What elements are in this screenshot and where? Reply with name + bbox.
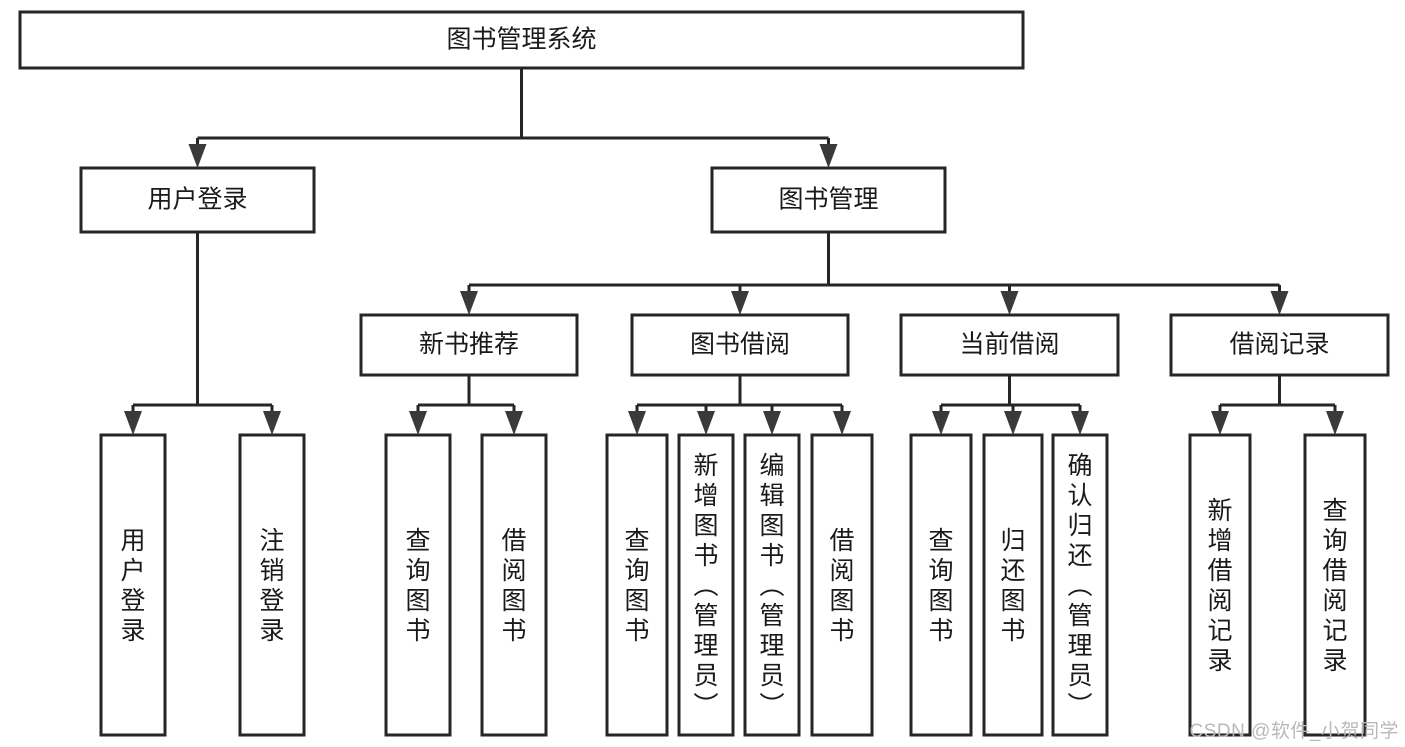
node-box[interactable] xyxy=(605,433,669,737)
arrow-head-icon xyxy=(1071,411,1089,435)
connector-layer xyxy=(124,68,1344,435)
arrow-head-icon xyxy=(833,411,851,435)
node-label: 确认归还︵管理员︶ xyxy=(1067,452,1092,720)
node-label: 编辑图书︵管理员︶ xyxy=(759,452,784,720)
node-label: 图书管理 xyxy=(778,186,878,214)
node-box[interactable] xyxy=(1169,313,1390,377)
watermark-text: CSDN @软件_小贺同学 xyxy=(1189,721,1399,742)
node-leaf_borrow_book_a[interactable]: 借阅图书 xyxy=(480,433,548,737)
node-leaf_query_book_a[interactable]: 查询图书 xyxy=(384,433,452,737)
node-leaf_query_record[interactable]: 查询借阅记录 xyxy=(1303,433,1367,737)
arrow-head-icon xyxy=(628,411,646,435)
arrow-head-icon xyxy=(1000,291,1019,315)
node-label: 查询图书 xyxy=(928,527,953,645)
node-leaf_return_book[interactable]: 归还图书 xyxy=(982,433,1044,737)
arrow-head-icon xyxy=(1211,411,1229,435)
node-root[interactable]: 图书管理系统 xyxy=(18,10,1025,70)
node-box[interactable] xyxy=(238,433,306,737)
arrow-head-icon xyxy=(932,411,950,435)
arrow-head-icon xyxy=(1326,411,1344,435)
node-user_login[interactable]: 用户登录 xyxy=(79,166,316,234)
node-box[interactable] xyxy=(384,433,452,737)
node-label: 查询图书 xyxy=(405,527,430,645)
node-box[interactable] xyxy=(359,313,579,377)
node-label: 图书借阅 xyxy=(690,331,790,359)
node-leaf_borrow_book_b[interactable]: 借阅图书 xyxy=(810,433,874,737)
node-box[interactable] xyxy=(480,433,548,737)
arrow-head-icon xyxy=(263,411,281,435)
arrow-head-icon xyxy=(460,291,478,315)
node-box[interactable] xyxy=(982,433,1044,737)
node-box[interactable] xyxy=(909,433,973,737)
arrow-head-icon xyxy=(697,411,715,435)
arrow-head-icon xyxy=(1270,291,1289,315)
node-leaf_confirm_return[interactable]: 确认归还︵管理员︶ xyxy=(1051,433,1109,737)
node-box[interactable] xyxy=(710,166,947,234)
node-box[interactable] xyxy=(79,166,316,234)
node-box[interactable] xyxy=(18,10,1025,70)
node-leaf_add_book[interactable]: 新增图书︵管理员︶ xyxy=(677,433,735,737)
node-box[interactable] xyxy=(677,433,735,737)
node-label: 借阅图书 xyxy=(501,527,526,645)
arrow-head-icon xyxy=(731,291,749,315)
node-box[interactable] xyxy=(810,433,874,737)
node-leaf_query_book_b[interactable]: 查询图书 xyxy=(605,433,669,737)
node-leaf_user_login[interactable]: 用户登录 xyxy=(99,433,167,737)
node-box[interactable] xyxy=(99,433,167,737)
node-label: 新书推荐 xyxy=(419,331,519,359)
arrow-head-icon xyxy=(819,144,838,168)
node-box[interactable] xyxy=(1051,433,1109,737)
node-current_borrow[interactable]: 当前借阅 xyxy=(899,313,1120,377)
node-label: 查询图书 xyxy=(624,527,649,645)
node-box[interactable] xyxy=(630,313,850,377)
arrow-head-icon xyxy=(763,411,781,435)
node-leaf_edit_book[interactable]: 编辑图书︵管理员︶ xyxy=(743,433,801,737)
node-label: 注销登录 xyxy=(259,527,284,645)
node-leaf_logout[interactable]: 注销登录 xyxy=(238,433,306,737)
node-box[interactable] xyxy=(1303,433,1367,737)
arrow-head-icon xyxy=(1004,411,1022,435)
node-layer: 图书管理系统用户登录图书管理新书推荐图书借阅当前借阅借阅记录用户登录注销登录查询… xyxy=(18,10,1390,737)
arrow-head-icon xyxy=(188,144,207,168)
node-label: 用户登录 xyxy=(120,527,145,645)
node-label: 用户登录 xyxy=(147,186,247,214)
node-label: 新增借阅记录 xyxy=(1207,497,1232,675)
node-borrow_record[interactable]: 借阅记录 xyxy=(1169,313,1390,377)
node-book_manage[interactable]: 图书管理 xyxy=(710,166,947,234)
node-leaf_query_book_c[interactable]: 查询图书 xyxy=(909,433,973,737)
node-label: 借阅图书 xyxy=(829,527,854,645)
node-book_borrow[interactable]: 图书借阅 xyxy=(630,313,850,377)
node-box[interactable] xyxy=(1188,433,1252,737)
node-leaf_add_record[interactable]: 新增借阅记录 xyxy=(1188,433,1252,737)
node-label: 图书管理系统 xyxy=(446,26,596,54)
node-new_book_rec[interactable]: 新书推荐 xyxy=(359,313,579,377)
node-label: 借阅记录 xyxy=(1229,331,1329,359)
node-label: 归还图书 xyxy=(1000,527,1025,645)
arrow-head-icon xyxy=(505,411,523,435)
arrow-head-icon xyxy=(124,411,142,435)
node-box[interactable] xyxy=(899,313,1120,377)
node-label: 新增图书︵管理员︶ xyxy=(693,452,718,720)
node-box[interactable] xyxy=(743,433,801,737)
node-label: 查询借阅记录 xyxy=(1322,497,1347,675)
node-label: 当前借阅 xyxy=(959,331,1059,359)
arrow-head-icon xyxy=(409,411,427,435)
